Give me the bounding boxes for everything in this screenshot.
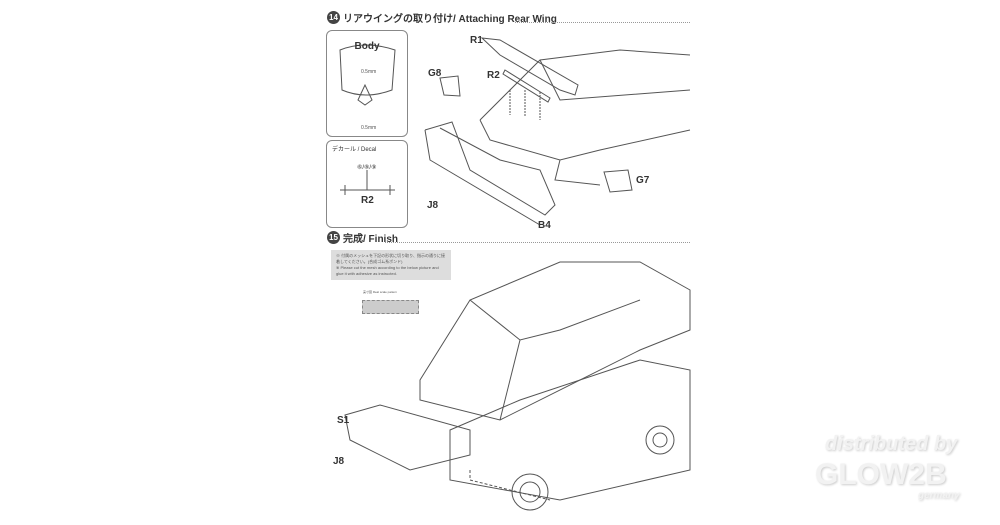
step-title: 完成/ Finish [343, 234, 398, 245]
part-s1: S1 [337, 415, 350, 426]
decal-part-label: R2 [361, 195, 374, 206]
step-number: 15 [327, 231, 340, 244]
thickness-bottom: 0.5mm [361, 125, 377, 131]
thickness-top: 0.5mm [361, 69, 377, 75]
watermark-line1: distributed by [825, 433, 958, 455]
mesh-note: ※ 付属のメッシュを下記の形状に切り取り、指示の通りに接着してください。(合成ゴ… [331, 250, 451, 280]
body-title: Body [354, 41, 380, 52]
part-j8: J8 [427, 200, 439, 211]
decal-title: デカール / Decal [332, 147, 377, 153]
part-g7: G7 [636, 175, 650, 186]
watermark-logo: GLOW2B [815, 458, 947, 491]
watermark-line3: germany [918, 490, 960, 501]
part-b4: B4 [538, 220, 551, 231]
body-detail-box: Body 0.5mm 0.5mm [326, 30, 408, 137]
divider [515, 22, 690, 23]
step-15-header: 15 完成/ Finish [327, 230, 398, 245]
mesh-pattern [362, 300, 419, 314]
part-r2: R2 [487, 70, 500, 81]
step-14-header: 14 リアウイングの取り付け/ Attaching Rear Wing [327, 10, 557, 25]
step-number: 14 [327, 11, 340, 24]
decal-ref: ⑥/⑧/⑨ [357, 165, 377, 171]
part-g8: G8 [428, 68, 442, 79]
divider [385, 242, 690, 243]
note-english: ※ Please cut the mesh according to the b… [336, 265, 439, 276]
part-j8-finish: J8 [333, 456, 345, 467]
step-title: リアウイングの取り付け/ Attaching Rear Wing [343, 14, 557, 25]
decal-box: デカール / Decal ⑥/⑧/⑨ R2 [326, 140, 408, 228]
mesh-label: 実寸図 Real scale pattern [362, 290, 397, 294]
part-r1: R1 [470, 35, 483, 46]
note-japanese: ※ 付属のメッシュを下記の形状に切り取り、指示の通りに接着してください。(合成ゴ… [336, 253, 445, 264]
